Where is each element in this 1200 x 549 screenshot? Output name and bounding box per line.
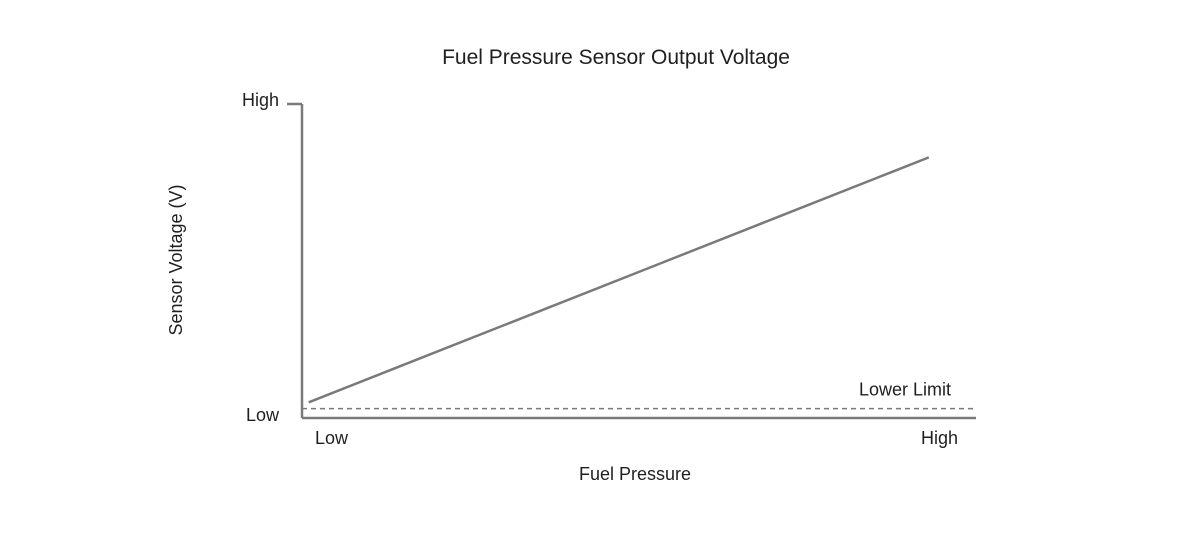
x-tick-labels: Low High [315,428,958,448]
series-line-0 [308,156,930,404]
data-series [308,156,930,404]
reference-lines: Lower Limit [302,380,976,410]
x-tick-label-1: High [921,428,958,448]
y-tick-label-1: High [242,90,279,110]
chart-title: Fuel Pressure Sensor Output Voltage [442,46,790,69]
x-axis-label: Fuel Pressure [579,464,691,484]
y-tick-label-0: Low [246,405,280,425]
x-tick-label-0: Low [315,428,349,448]
reference-line-label-0: Lower Limit [859,380,951,400]
y-axis-label: Sensor Voltage (V) [166,184,186,335]
y-tick-labels: Low High [242,90,280,425]
